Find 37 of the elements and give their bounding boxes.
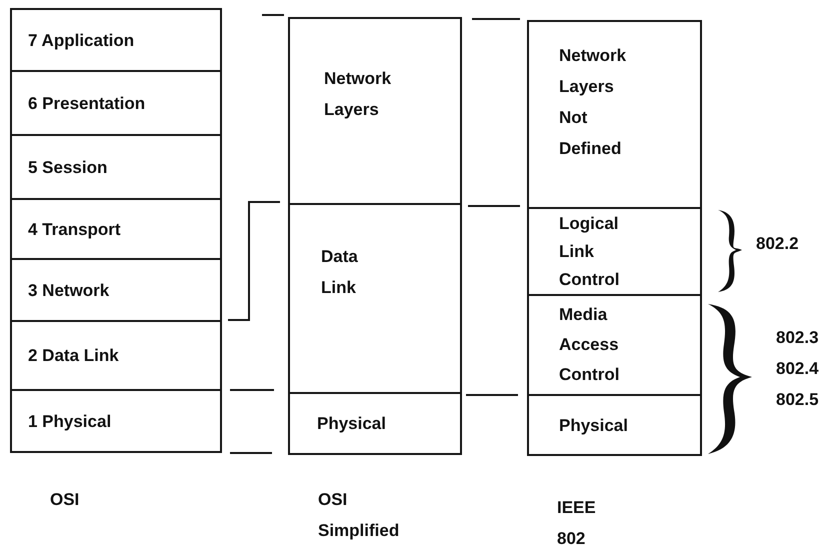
column-caption: OSI Simplified: [318, 489, 400, 542]
layer-box: [10, 258, 222, 322]
layer-label: 4 Transport: [28, 218, 122, 240]
layer-label: 1 Physical: [28, 410, 112, 432]
layer-label: Network Layers Not Defined: [559, 45, 628, 160]
layer-box: [10, 8, 222, 72]
layer-label: 5 Session: [28, 156, 108, 178]
layer-label: Physical: [559, 414, 629, 436]
layer-box: [288, 17, 462, 205]
standard-number: 802.3: [776, 327, 820, 349]
layer-label: Data Link: [321, 246, 359, 299]
layer-label: 7 Application: [28, 30, 136, 52]
standard-number: 802.2: [756, 233, 800, 255]
layer-label: 6 Presentation: [28, 92, 146, 114]
layer-box: [527, 394, 702, 456]
standard-number: 802.5: [776, 389, 820, 411]
layer-label: Physical: [317, 413, 387, 435]
layer-box: [527, 294, 702, 396]
curly-brace: [708, 304, 752, 454]
layer-label: Logical Link Control: [559, 212, 620, 290]
layer-label: Media Access Control: [559, 304, 620, 386]
layer-label: Network Layers: [324, 68, 392, 121]
layer-box: [10, 198, 222, 260]
layer-box: [527, 20, 702, 209]
layer-box: [10, 70, 222, 136]
layer-box: [288, 203, 462, 394]
layer-box: [10, 134, 222, 200]
standard-number: 802.4: [776, 358, 820, 380]
layer-box: [288, 392, 462, 455]
layer-box: [527, 207, 702, 296]
column-caption: IEEE 802: [557, 497, 597, 550]
layer-label: 3 Network: [28, 280, 110, 302]
column-caption: OSI: [50, 489, 80, 511]
layer-box: [10, 320, 222, 391]
curly-brace: [718, 210, 742, 292]
layer-box: [10, 389, 222, 453]
layer-label: 2 Data Link: [28, 345, 120, 367]
